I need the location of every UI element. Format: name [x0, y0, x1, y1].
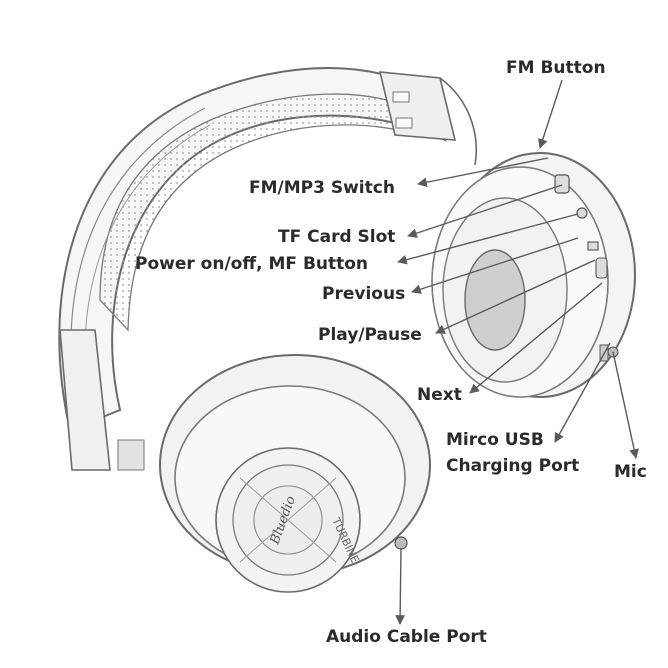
arrow-next: [469, 282, 603, 394]
label-usb-line2: Charging Port: [446, 456, 580, 476]
callout-arrows: [395, 79, 639, 625]
audio-jack-icon: [394, 536, 408, 550]
label-fm-button: FM Button: [506, 58, 606, 78]
arrow-audio-port: [395, 547, 406, 625]
label-next: Next: [417, 385, 462, 405]
label-fm-mp3-switch: FM/MP3 Switch: [249, 178, 395, 198]
tf-slot-icon: [576, 207, 588, 219]
fm-mp3-switch-icon: [554, 174, 570, 194]
label-usb-line1: Mirco USB: [446, 430, 544, 450]
arrow-power-button: [397, 213, 579, 265]
label-audio-port: Audio Cable Port: [326, 627, 487, 647]
headband: [58, 67, 478, 471]
label-previous: Previous: [322, 284, 406, 304]
label-play-pause: Play/Pause: [318, 325, 422, 345]
arrow-fm-mp3-switch: [417, 157, 549, 188]
arrow-fm-button: [538, 79, 563, 149]
label-tf-card-slot: TF Card Slot: [278, 227, 396, 247]
arrow-usb: [554, 342, 611, 443]
label-mic: Mic: [614, 462, 647, 482]
label-power-button: Power on/off, MF Button: [135, 254, 369, 274]
arrow-previous: [411, 237, 579, 294]
left-earcup: Bluedio TURBINE: [159, 354, 431, 593]
arrow-play-pause: [435, 259, 596, 334]
arrow-mic: [612, 351, 639, 459]
right-earcup: [431, 152, 636, 398]
arrow-tf-card-slot: [407, 184, 563, 238]
